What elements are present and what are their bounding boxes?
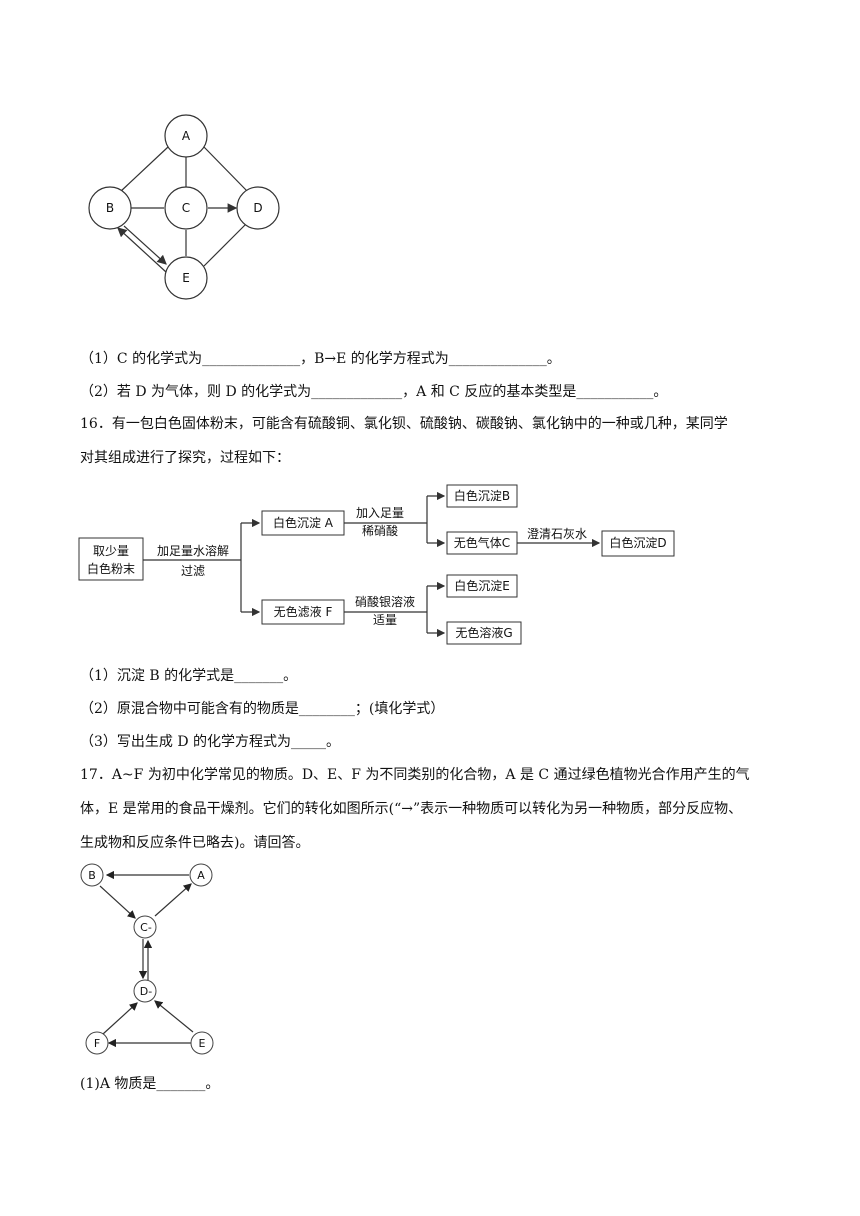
node-f [85, 1031, 109, 1055]
q17-stem-line1: 17．A~F 为初中化学常见的物质。D、E、F 为不同类别的化合物，A 是 C … [80, 767, 750, 783]
edge-f-d [102, 1002, 138, 1035]
node-a-label: A [197, 869, 205, 882]
edge-a-d [203, 146, 249, 193]
node-d-label: D [253, 201, 262, 215]
relation-diagram-1: A B C D E [88, 114, 280, 300]
edge-c-a [154, 883, 192, 917]
silver-label-2: 适量 [373, 613, 397, 627]
node-e-label: E [182, 271, 190, 285]
q17-stem-line2: 体，E 是常用的食品干燥剂。它们的转化如图所示(“→”表示一种物质可以转化为另一… [80, 801, 743, 817]
precip-a-label: 白色沉淀 A [273, 515, 334, 530]
node-b [80, 863, 104, 887]
node-c [133, 915, 157, 939]
solution-g-box [446, 621, 522, 645]
q15-part2: （2）若 D 为气体，则 D 的化学式为_____________，A 和 C … [80, 384, 668, 400]
q17-stem-line3: 生成物和反应条件已略去)。请回答。 [80, 835, 310, 851]
node-b [88, 186, 132, 230]
edge-a-b [119, 146, 169, 193]
acid-label-2: 稀硝酸 [362, 523, 398, 538]
limewater-label: 澄清石灰水 [527, 526, 587, 541]
node-e [190, 1031, 214, 1055]
filtrate-f-box [261, 599, 345, 625]
node-c [164, 186, 208, 230]
precip-d-box [601, 530, 675, 557]
precip-b-label: 白色沉淀B [454, 488, 510, 503]
node-a-label: A [182, 129, 191, 143]
filtrate-f-label: 无色滤液 F [274, 604, 333, 619]
gas-c-label: 无色气体C [454, 535, 510, 550]
edge-e-d [154, 1000, 194, 1033]
q17-answer1: (1)A 物质是_______。 [80, 1076, 220, 1092]
relation-diagram-2: B A C- D- F E [80, 863, 214, 1055]
q16-stem-line1: 16．有一包白色固体粉末，可能含有硫酸铜、氯化钡、硫酸钠、碳酸钠、氯化钠中的一种… [80, 416, 728, 432]
node-d [236, 186, 280, 230]
node-e-label: E [199, 1037, 206, 1050]
precip-e-box [446, 574, 518, 598]
node-a [189, 863, 213, 887]
q16-answer2: （2）原混合物中可能含有的物质是________；(填化学式） [80, 701, 445, 717]
q15-part1: （1）C 的化学式为______________，B→E 的化学方程式为____… [80, 351, 561, 367]
node-a [164, 114, 208, 158]
acid-label-1: 加入足量 [356, 506, 404, 520]
precip-a-box [261, 510, 345, 536]
solution-g-label: 无色溶液G [455, 625, 512, 640]
silver-label-1: 硝酸银溶液 [355, 594, 415, 609]
node-d-label: D- [140, 985, 152, 998]
precip-d-label: 白色沉淀D [609, 535, 666, 550]
q16-flowchart: 取少量 白色粉末 加足量水溶解 过滤 白色沉淀 A 无色滤液 F 加入足量 稀硝… [78, 484, 675, 645]
edge-e-b-back [117, 227, 167, 273]
edge-b-c [99, 885, 136, 919]
start-label-2: 白色粉末 [87, 561, 135, 576]
node-b-label: B [88, 869, 96, 882]
node-c-label: C [182, 201, 190, 215]
node-e [164, 256, 208, 300]
precip-b-box [446, 484, 518, 508]
edge-b-e-forward [123, 225, 167, 265]
step1-label-2: 过滤 [181, 564, 205, 578]
start-box [78, 537, 144, 581]
node-f-label: F [94, 1037, 100, 1050]
node-c-label: C- [140, 921, 152, 934]
start-label-1: 取少量 [93, 544, 129, 558]
node-d [133, 979, 157, 1003]
q16-answer3: （3）写出生成 D 的化学方程式为_____。 [80, 734, 341, 750]
node-b-label: B [106, 201, 114, 215]
q16-answer1: （1）沉淀 B 的化学式是_______。 [80, 668, 298, 684]
edge-d-e [203, 223, 247, 267]
step1-label-1: 加足量水溶解 [157, 543, 229, 558]
precip-e-label: 白色沉淀E [454, 578, 510, 593]
q16-stem-line2: 对其组成进行了探究，过程如下： [80, 450, 290, 466]
